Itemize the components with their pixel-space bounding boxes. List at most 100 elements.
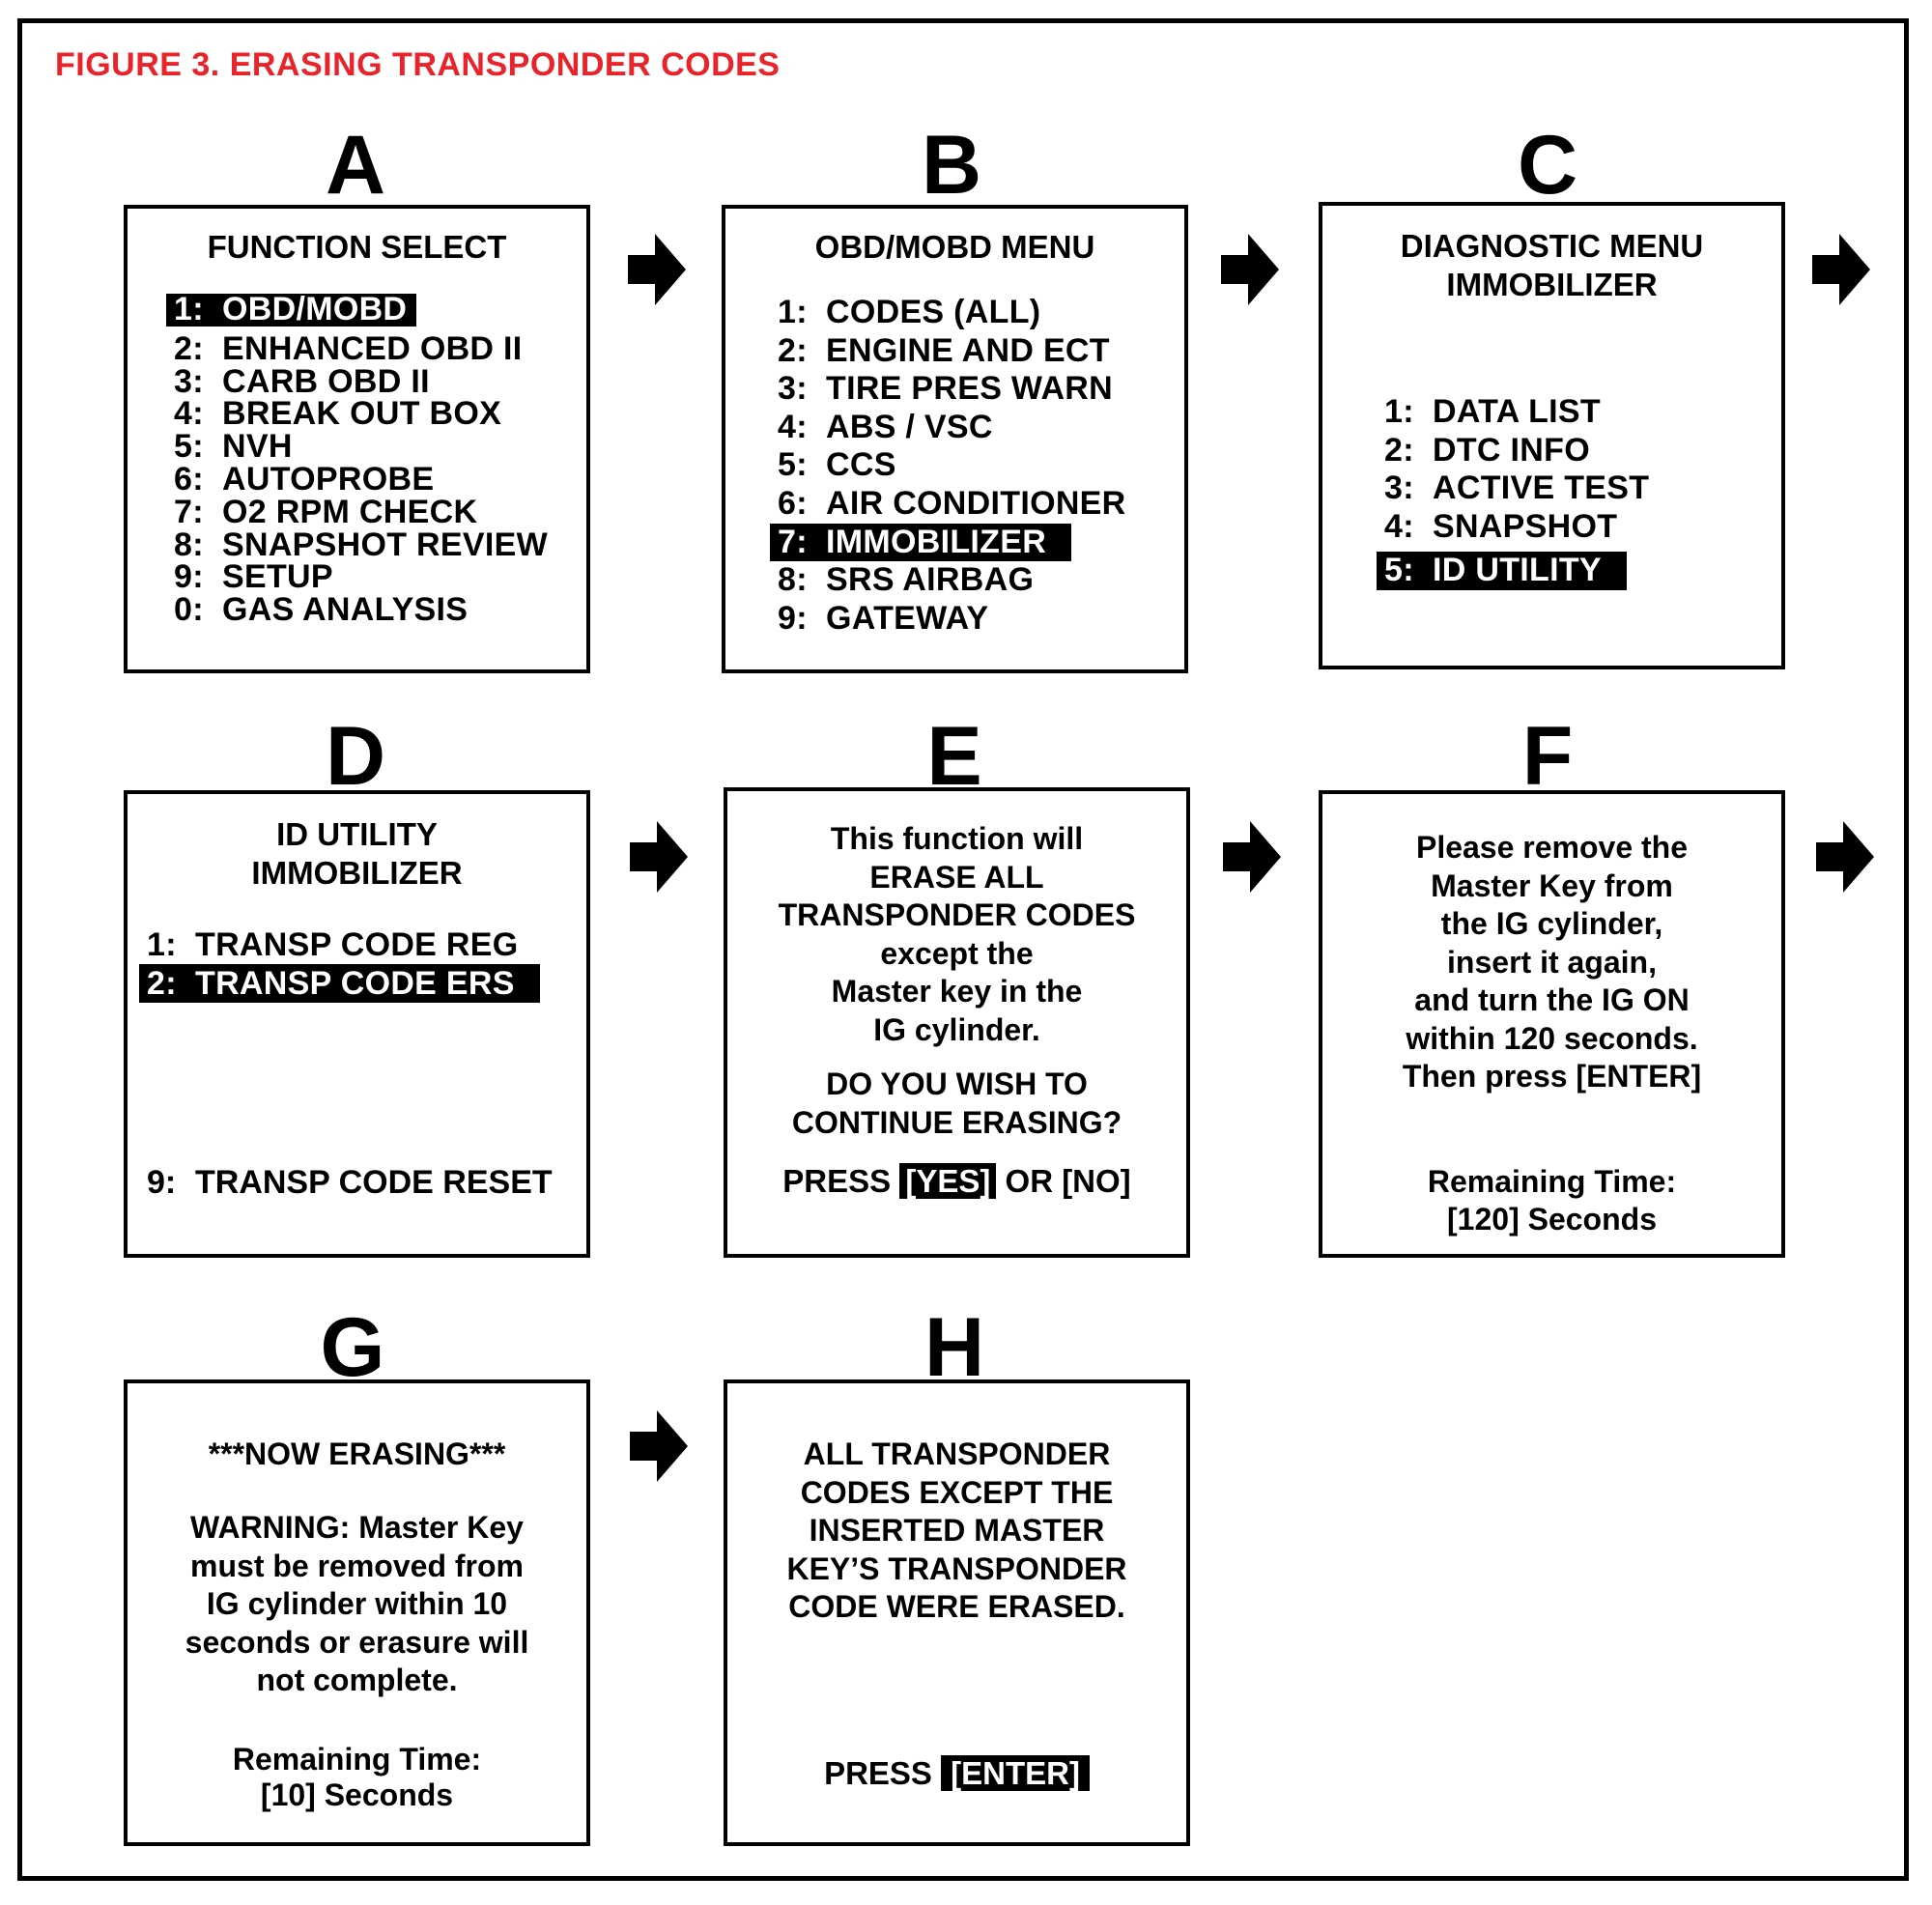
menu-item[interactable]: 2:ENGINE AND ECT xyxy=(770,332,1126,371)
menu-item[interactable]: 5: CCS xyxy=(770,446,1126,485)
panel-d-id-utility: ID UTILITY IMMOBILIZER 1: TRANSP CODE REG… xyxy=(124,790,590,1258)
panel-e-message: This function will ERASE ALL TRANSPONDER… xyxy=(778,821,1136,1047)
menu-item-label: ENGINE AND ECT xyxy=(826,331,1110,369)
menu-item[interactable]: 3: TIRE PRES WARN xyxy=(770,370,1126,409)
right-arrow-icon xyxy=(630,821,688,893)
menu-item[interactable]: 1:CODES (ALL) xyxy=(770,294,1126,332)
right-arrow-icon xyxy=(1223,821,1281,893)
panel-letter-b: B xyxy=(921,119,982,212)
figure-title: FIGURE 3. ERASING TRANSPONDER CODES xyxy=(55,46,781,83)
menu-item-label: TIRE PRES WARN xyxy=(826,370,1114,408)
menu-item[interactable]: 4:SNAPSHOT xyxy=(1377,508,1649,547)
menu-item-number: 9: xyxy=(174,558,204,596)
panel-letter-h: H xyxy=(923,1301,985,1394)
panel-g-now-erasing: ***NOW ERASING*** WARNING: Master Key mu… xyxy=(124,1379,590,1846)
menu-item-number: 9: xyxy=(147,1164,177,1201)
menu-item-number: 2: xyxy=(1384,431,1414,469)
panel-b-header: OBD/MOBD MENU xyxy=(814,229,1095,265)
menu-item[interactable]: 0: GAS ANALYSIS xyxy=(166,591,548,629)
menu-item-label: TRANSP CODE ERS xyxy=(195,965,515,1002)
menu-item[interactable]: 3: CARB OBD II xyxy=(166,362,548,400)
panel-f-remaining-label: Remaining Time: xyxy=(1427,1164,1677,1199)
menu-item-label: CARB OBD II xyxy=(222,362,430,400)
menu-item-label: ABS / VSC xyxy=(826,408,993,445)
menu-item-number: 5: xyxy=(174,428,204,466)
panel-d-header: ID UTILITY IMMOBILIZER xyxy=(251,816,463,891)
menu-item-label: SRS AIRBAG xyxy=(826,561,1035,599)
menu-item-number: 5: xyxy=(1384,552,1414,589)
menu-item-selected[interactable]: 7:IMMOBILIZER xyxy=(770,523,1072,562)
panel-a-header: FUNCTION SELECT xyxy=(207,229,507,265)
panel-f-remove-key: Please remove the Master Key from the IG… xyxy=(1319,790,1785,1258)
panel-h-erase-complete: ALL TRANSPONDER CODES EXCEPT THE INSERTE… xyxy=(724,1379,1190,1846)
menu-item-label: ACTIVE TEST xyxy=(1433,469,1650,507)
panel-letter-e: E xyxy=(926,710,982,803)
panel-e-erase-confirm: This function will ERASE ALL TRANSPONDER… xyxy=(724,787,1190,1258)
enter-key-button[interactable]: [ENTER] xyxy=(941,1755,1090,1791)
panel-f-message: Please remove the Master Key from the IG… xyxy=(1402,830,1702,1094)
menu-item[interactable]: 7:O2 RPM CHECK xyxy=(166,496,548,529)
panel-letter-a: A xyxy=(325,119,386,212)
menu-item[interactable]: 2: ENHANCED OBD II xyxy=(166,329,548,367)
menu-item[interactable]: 8:SRS AIRBAG xyxy=(770,561,1126,600)
menu-item-label: NVH xyxy=(222,428,293,466)
or-no-label: OR [NO] xyxy=(996,1163,1131,1199)
menu-item-label: GATEWAY xyxy=(826,599,989,637)
menu-item-label: SNAPSHOT xyxy=(1433,507,1618,545)
menu-item-number: 3: xyxy=(778,370,808,408)
right-arrow-icon xyxy=(628,234,686,305)
menu-item[interactable]: 8:SNAPSHOT REVIEW xyxy=(166,526,548,563)
menu-item-selected[interactable]: 5:ID UTILITY xyxy=(1377,552,1627,590)
menu-item[interactable]: 9: SETUP xyxy=(166,558,548,596)
menu-item-label: CCS xyxy=(826,446,896,484)
menu-item-number: 0: xyxy=(174,591,204,629)
menu-item[interactable]: 6:AIR CONDITIONER xyxy=(770,485,1126,524)
menu-item-number: 6: xyxy=(778,484,808,522)
panel-f-remaining-value: [120] Seconds xyxy=(1447,1202,1657,1237)
menu-item-number: 2: xyxy=(174,329,204,367)
menu-item-number: 3: xyxy=(1384,469,1414,507)
menu-item[interactable]: 4:BREAK OUT BOX xyxy=(166,395,548,433)
panel-d-reset-item: 9: TRANSP CODE RESET xyxy=(139,1163,553,1202)
panel-g-remaining-value: [10] Seconds xyxy=(260,1777,454,1812)
menu-item-label: ENHANCED OBD II xyxy=(222,329,523,367)
panel-h-message: ALL TRANSPONDER CODES EXCEPT THE INSERTE… xyxy=(786,1436,1127,1624)
menu-item-number: 1: xyxy=(778,294,808,330)
yes-key-button[interactable]: [YES] xyxy=(899,1163,997,1199)
menu-item-label: GAS ANALYSIS xyxy=(222,591,469,629)
menu-item[interactable]: 5: NVH xyxy=(166,428,548,466)
menu-item-label: TRANSP CODE RESET xyxy=(195,1164,553,1201)
panel-letter-f: F xyxy=(1521,710,1574,803)
menu-item[interactable]: 1:DATA LIST xyxy=(1377,393,1649,432)
menu-item-number: 5: xyxy=(778,446,808,484)
right-arrow-icon xyxy=(630,1410,688,1482)
menu-item-label: SNAPSHOT REVIEW xyxy=(222,526,548,563)
menu-item[interactable]: 4: ABS / VSC xyxy=(770,409,1126,447)
menu-item-label: BREAK OUT BOX xyxy=(222,395,502,433)
menu-item-number: 1: xyxy=(147,926,177,963)
menu-item-number: 3: xyxy=(174,362,204,400)
right-arrow-icon xyxy=(1816,821,1874,893)
menu-item-number: 9: xyxy=(778,599,808,637)
menu-item-label: TRANSP CODE REG xyxy=(195,926,519,963)
menu-item-selected[interactable]: 1:OBD/MOBD xyxy=(166,291,417,327)
menu-item-label: SETUP xyxy=(222,558,333,596)
menu-item[interactable]: 1: TRANSP CODE REG xyxy=(139,925,540,964)
menu-item-label: IMMOBILIZER xyxy=(826,523,1047,560)
menu-item[interactable]: 9: GATEWAY xyxy=(770,600,1126,639)
panel-letter-d: D xyxy=(325,710,386,803)
panel-letter-g: G xyxy=(320,1301,385,1394)
menu-item[interactable]: 6:AUTOPROBE xyxy=(166,463,548,497)
menu-item-selected[interactable]: 2:TRANSP CODE ERS xyxy=(139,964,540,1003)
menu-item[interactable]: 2:DTC INFO xyxy=(1377,432,1649,470)
menu-item-label: OBD/MOBD xyxy=(222,291,408,327)
panel-g-status: ***NOW ERASING*** xyxy=(208,1436,506,1471)
menu-item[interactable]: 3: ACTIVE TEST xyxy=(1377,469,1649,508)
menu-item-number: 4: xyxy=(778,408,808,445)
